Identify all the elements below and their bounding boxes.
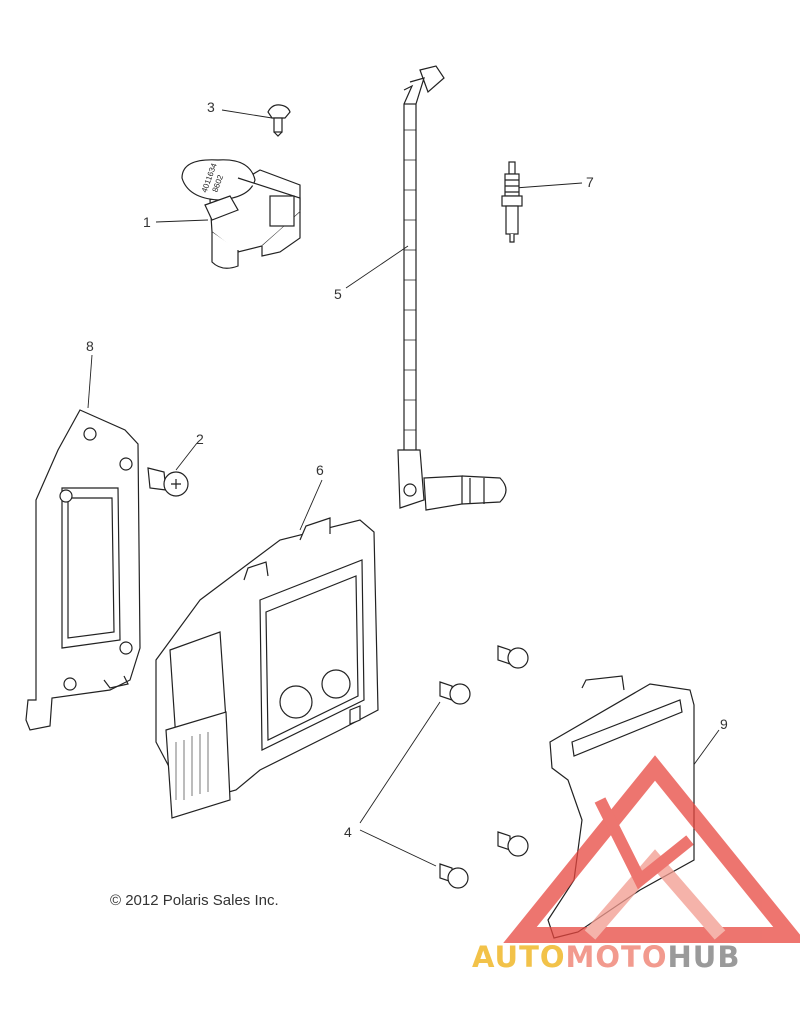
callout-6: 6 [316, 462, 324, 478]
brand-part-moto: MOTO [565, 940, 668, 974]
part-2-screw [147, 467, 189, 497]
part-5-spark-plug-wire [397, 65, 507, 511]
copyright-notice: © 2012 Polaris Sales Inc. [110, 892, 279, 909]
part-6-ecu [155, 517, 379, 819]
part-1-ignition-coil [181, 159, 301, 269]
part-7-spark-plug [501, 161, 523, 243]
part-8-bracket [25, 409, 141, 731]
callout-2: 2 [196, 431, 204, 447]
leader-lines [87, 109, 720, 867]
watermark-brand-text: AUTOMOTOHUB [472, 940, 740, 974]
callout-7: 7 [586, 174, 594, 190]
callout-1: 1 [143, 214, 151, 230]
part-4-screws [439, 645, 529, 889]
callout-4: 4 [344, 824, 352, 840]
watermark-logo [503, 755, 800, 943]
callout-5: 5 [334, 286, 342, 302]
callout-8: 8 [86, 338, 94, 354]
callout-3: 3 [207, 99, 215, 115]
brand-part-hub: HUB [667, 940, 741, 974]
brand-part-auto: AUTO [472, 940, 566, 974]
callout-9: 9 [720, 716, 728, 732]
part-3-screw [267, 104, 291, 137]
